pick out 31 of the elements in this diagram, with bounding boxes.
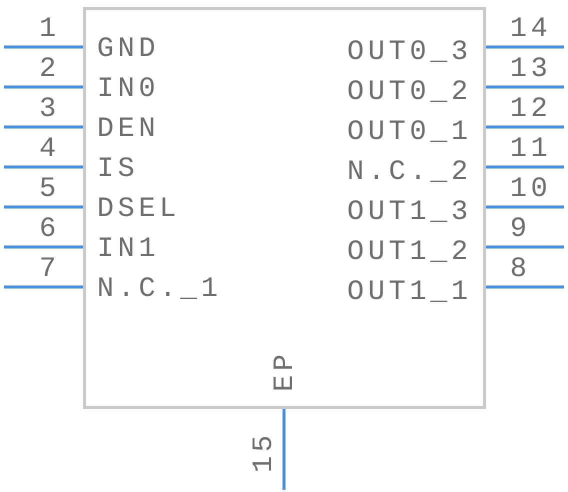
pin-name: EP	[272, 350, 300, 392]
pin-number: 6	[39, 216, 60, 244]
pin-number: 4	[39, 136, 60, 164]
pin-name: N.C._2	[347, 159, 472, 187]
pin-number: 9	[510, 216, 531, 244]
pin-number: 2	[39, 56, 60, 84]
pin-name: N.C._1	[97, 276, 222, 304]
pin-number: 11	[510, 136, 552, 164]
pin-name: OUT1_1	[347, 279, 472, 307]
pin-number: 13	[510, 56, 552, 84]
pin-number: 12	[510, 96, 552, 124]
pin-name: OUT1_3	[347, 199, 472, 227]
pin-name: IN1	[97, 236, 160, 264]
pin-name: DSEL	[97, 196, 180, 224]
pin-number: 10	[510, 176, 552, 204]
pin-name: OUT0_3	[347, 39, 472, 67]
pin-number: 7	[39, 256, 60, 284]
pin-number: 1	[39, 16, 60, 44]
pin-number: 14	[510, 16, 552, 44]
pin-name: OUT1_2	[347, 239, 472, 267]
pin-name: IS	[97, 156, 139, 184]
pin-number: 5	[39, 176, 60, 204]
pin-name: OUT0_2	[347, 79, 472, 107]
pin-name: DEN	[97, 116, 160, 144]
pin-name: IN0	[97, 76, 160, 104]
ic-body	[83, 7, 486, 409]
pin-number: 3	[39, 96, 60, 124]
pin-name: OUT0_1	[347, 119, 472, 147]
pin-name: GND	[97, 36, 160, 64]
pin-number: 15	[251, 431, 279, 473]
pin-number: 8	[510, 256, 531, 284]
